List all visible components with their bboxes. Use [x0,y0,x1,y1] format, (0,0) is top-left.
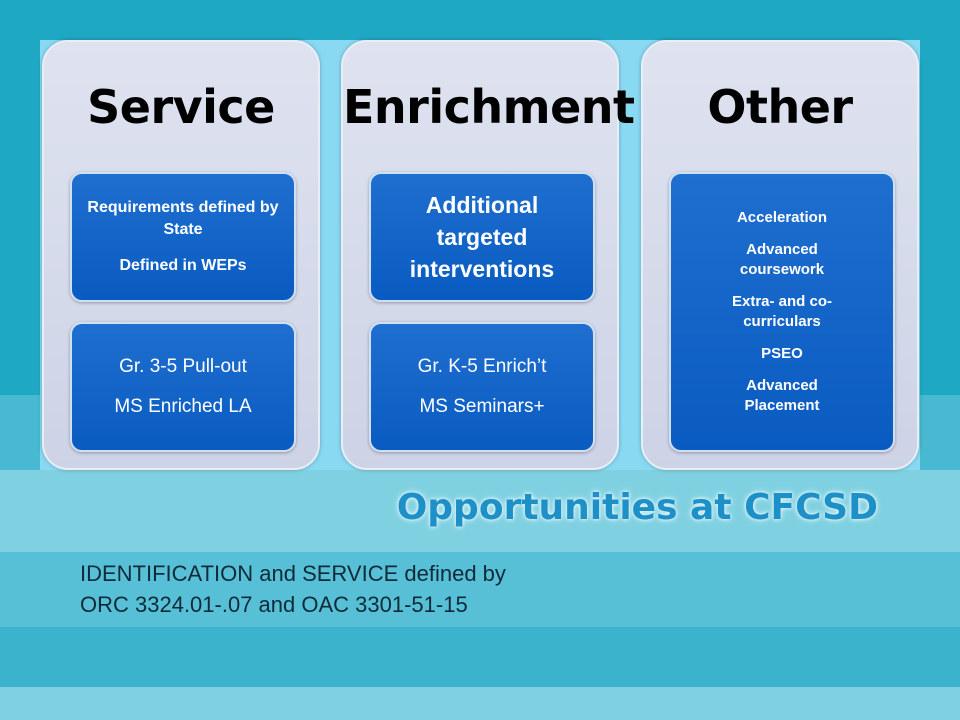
service-requirements-box: Requirements defined by State Defined in… [70,172,296,302]
enrichment-column: Enrichment Additional targeted intervent… [341,40,635,470]
service-programs-box: Gr. 3-5 Pull-out MS Enriched LA [70,322,296,452]
identification-note: IDENTIFICATION and SERVICE defined by OR… [80,558,700,620]
note-line: IDENTIFICATION and SERVICE defined by [80,561,506,586]
background-band [0,552,960,627]
page-title: Opportunities at CFCSD [396,487,878,528]
enrichment-programs-box: Gr. K-5 Enrich’t MS Seminars+ [369,322,595,452]
background-band [0,627,960,687]
other-column: Other Acceleration Advanced coursework E… [641,40,919,470]
other-options-box: Acceleration Advanced coursework Extra- … [669,172,895,452]
note-line: ORC 3324.01-.07 and OAC 3301-51-15 [80,592,468,617]
box-line: Gr. 3-5 Pull-out [119,356,247,377]
column-heading: Enrichment [343,80,635,134]
box-line: Advanced Placement [744,377,820,414]
box-line: PSEO [761,345,803,362]
box-line: Extra- and co-curriculars [731,293,833,330]
column-heading: Other [707,80,853,134]
box-line: Defined in WEPs [119,257,247,274]
enrichment-interventions-box: Additional targeted interventions [369,172,595,302]
box-line: MS Enriched LA [114,396,252,417]
column-heading: Service [87,80,275,134]
box-line: Additional targeted interventions [409,192,555,282]
box-line: Gr. K-5 Enrich’t [417,356,547,377]
box-line: Acceleration [736,209,828,226]
box-line: Requirements defined by State [87,199,279,238]
box-line: MS Seminars+ [419,396,545,417]
service-column: Service Requirements defined by State De… [42,40,320,470]
background-band [0,687,960,720]
background-band [0,470,960,552]
box-line: Advanced coursework [739,241,825,278]
